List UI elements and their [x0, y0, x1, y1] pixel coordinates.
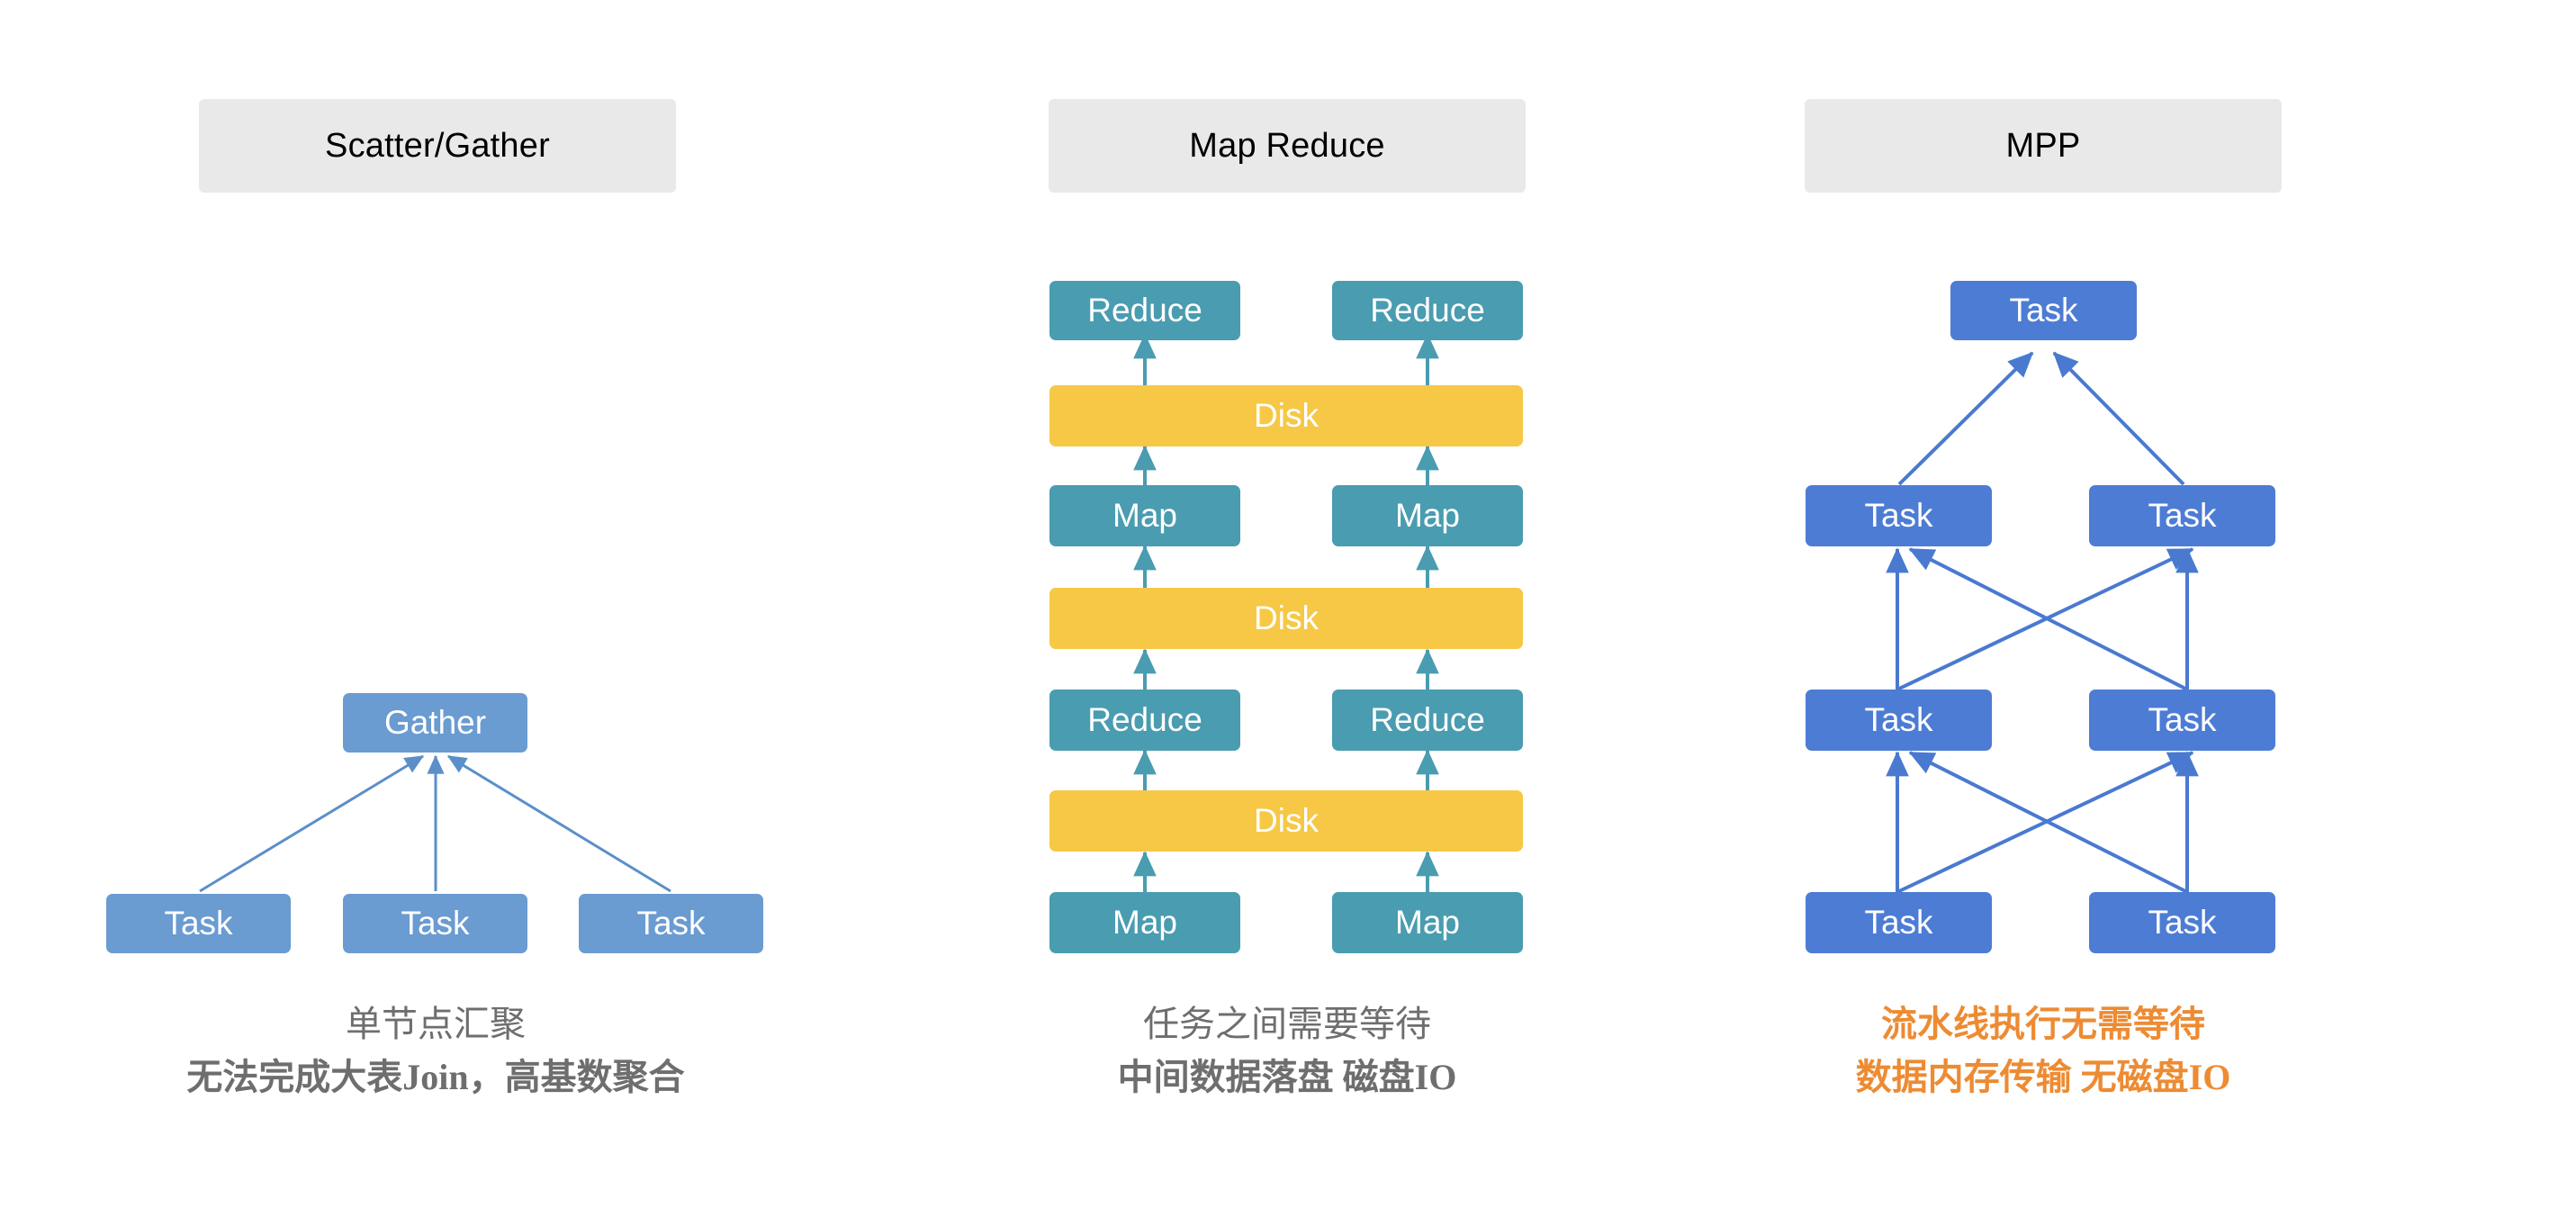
node-task[interactable]: Task	[1950, 281, 2137, 340]
node-task[interactable]: Task	[2089, 485, 2275, 546]
node-task[interactable]: Task	[106, 894, 291, 953]
caption-line: 流水线执行无需等待	[1881, 1004, 2205, 1044]
node-reduce[interactable]: Reduce	[1332, 281, 1523, 340]
caption-map-reduce: 任务之间需要等待 中间数据落盘 磁盘IO	[1040, 997, 1535, 1104]
node-task[interactable]: Task	[2089, 892, 2275, 953]
node-reduce[interactable]: Reduce	[1049, 281, 1240, 340]
caption-line: 任务之间需要等待	[1143, 1004, 1431, 1044]
node-reduce[interactable]: Reduce	[1332, 690, 1523, 751]
node-task[interactable]: Task	[343, 894, 527, 953]
node-task[interactable]: Task	[1806, 892, 1992, 953]
mpp-edges	[1886, 351, 2199, 894]
node-map[interactable]: Map	[1332, 485, 1523, 546]
node-task[interactable]: Task	[2089, 690, 2275, 751]
panel-header-map-reduce: Map Reduce	[1049, 99, 1526, 193]
panel-header-mpp: MPP	[1805, 99, 2282, 193]
node-map[interactable]: Map	[1049, 892, 1240, 953]
caption-mpp: 流水线执行无需等待 数据内存传输 无磁盘IO	[1796, 997, 2291, 1104]
node-disk[interactable]: Disk	[1049, 790, 1523, 852]
node-disk[interactable]: Disk	[1049, 385, 1523, 446]
node-task[interactable]: Task	[579, 894, 763, 953]
caption-line: 数据内存传输 无磁盘IO	[1855, 1057, 2231, 1098]
node-disk[interactable]: Disk	[1049, 588, 1523, 649]
caption-line: 无法完成大表Join，高基数聚合	[186, 1057, 685, 1098]
node-task[interactable]: Task	[1806, 485, 1992, 546]
node-task[interactable]: Task	[1806, 690, 1992, 751]
caption-line: 单节点汇聚	[346, 1004, 526, 1044]
node-map[interactable]: Map	[1332, 892, 1523, 953]
node-reduce[interactable]: Reduce	[1049, 690, 1240, 751]
caption-scatter-gather: 单节点汇聚 无法完成大表Join，高基数聚合	[0, 997, 871, 1104]
panel-header-scatter-gather: Scatter/Gather	[199, 99, 676, 193]
node-map[interactable]: Map	[1049, 485, 1240, 546]
scatter-gather-edges	[199, 754, 671, 893]
node-gather[interactable]: Gather	[343, 693, 527, 753]
caption-line: 中间数据落盘 磁盘IO	[1117, 1057, 1457, 1098]
